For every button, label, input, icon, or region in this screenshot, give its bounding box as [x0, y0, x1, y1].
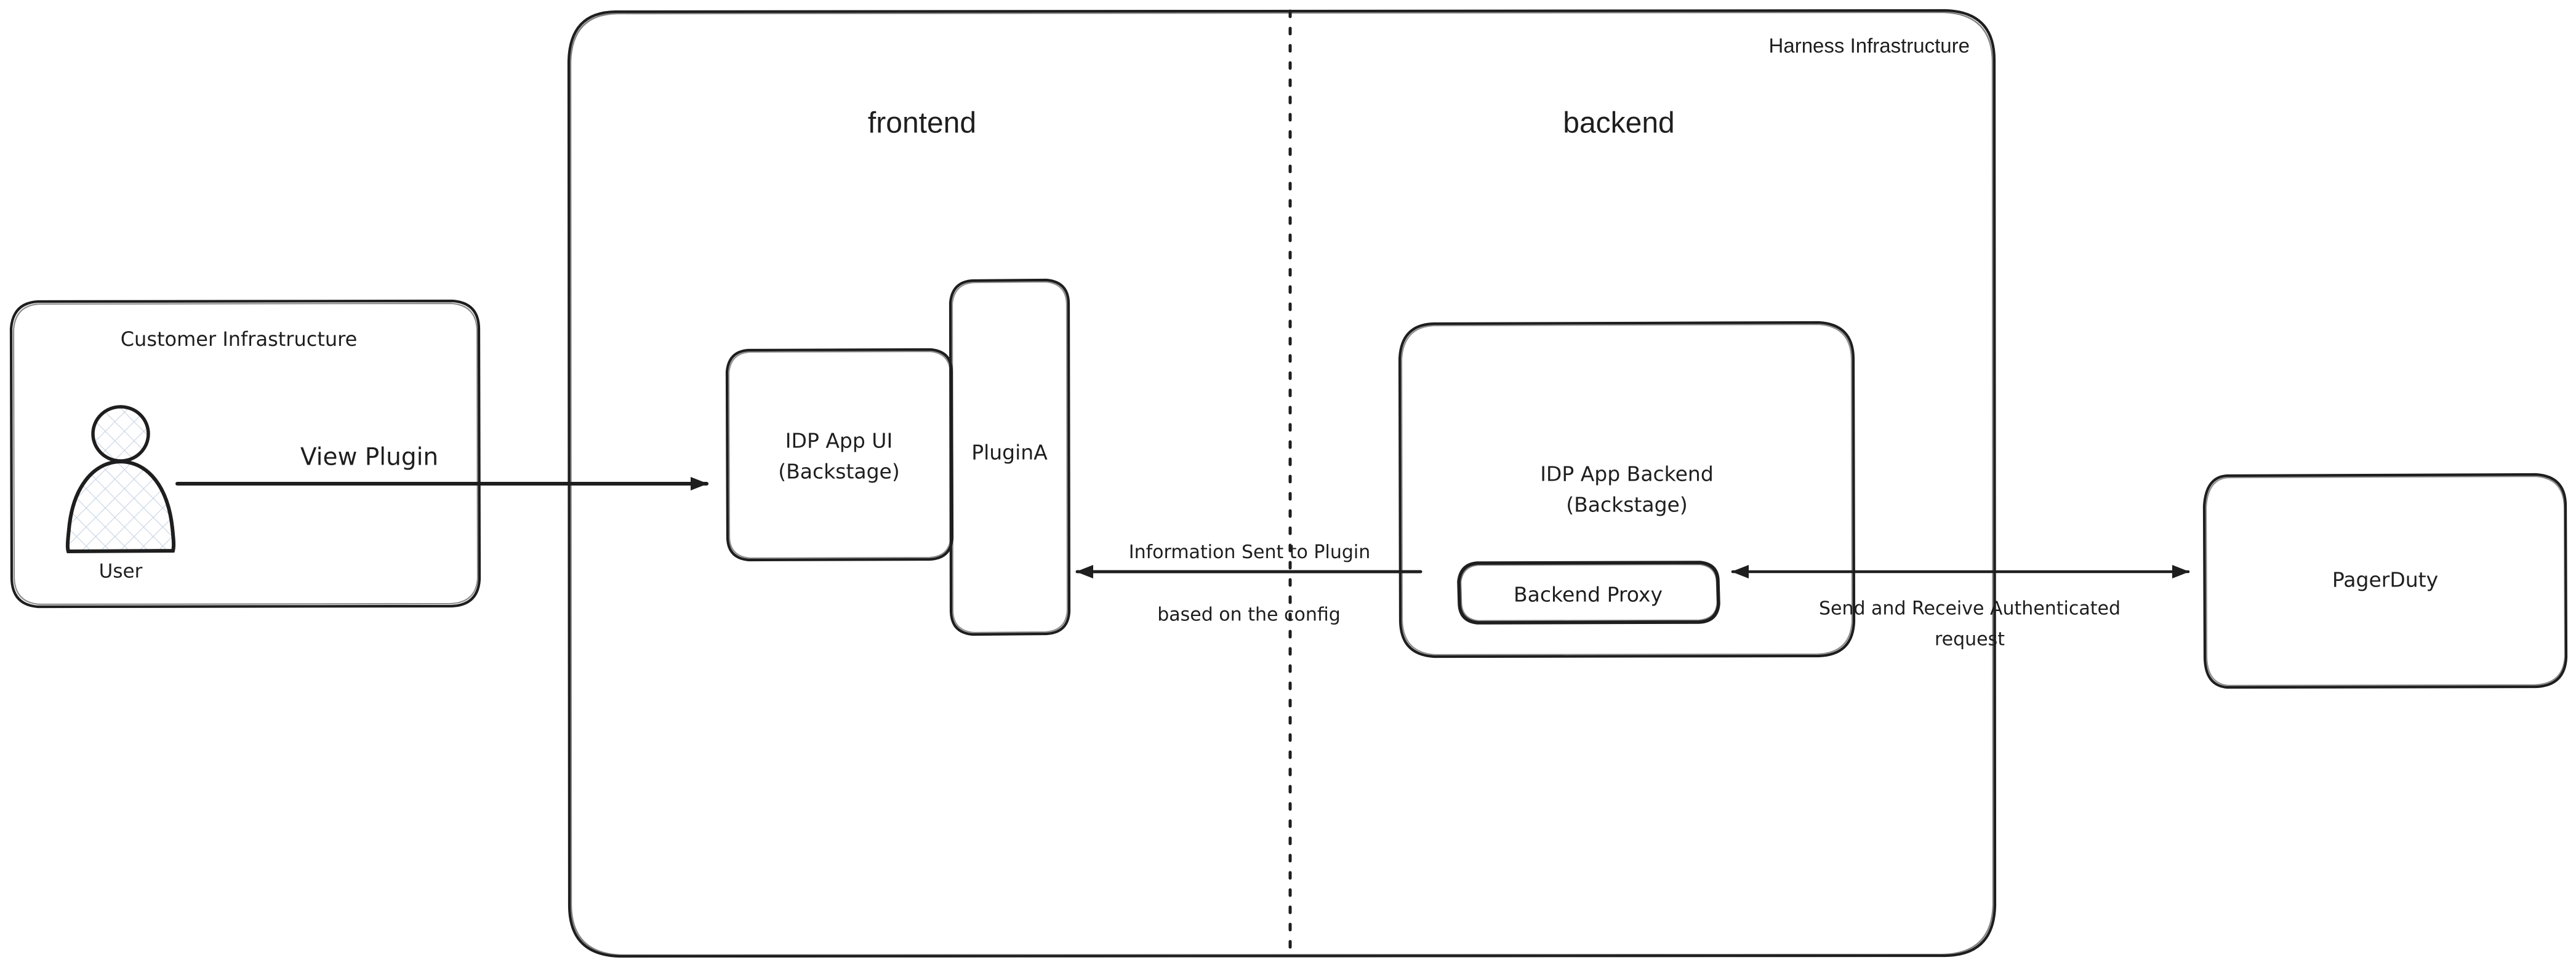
- customer-infrastructure-label: Customer Infrastructure: [121, 327, 358, 351]
- backend-proxy-label: Backend Proxy: [1514, 583, 1663, 607]
- user-actor-icon: [65, 405, 176, 554]
- plugin-a-label: PluginA: [971, 441, 1048, 465]
- harness-infrastructure-label: Harness Infrastructure: [1769, 34, 1970, 57]
- pagerduty-label: PagerDuty: [2332, 568, 2438, 592]
- pagerduty-box[interactable]: [2202, 473, 2568, 689]
- idp-app-backend-label-line1: IDP App Backend: [1540, 462, 1714, 486]
- user-label-text: User: [99, 561, 143, 583]
- idp-app-ui-box[interactable]: [725, 348, 954, 562]
- idp-app-ui-label-line2: (Backstage): [778, 460, 899, 484]
- customer-infrastructure-container: [9, 299, 481, 609]
- frontend-zone-label: frontend: [868, 107, 976, 140]
- backend-proxy-box[interactable]: [1457, 561, 1720, 625]
- view-plugin-label: View Plugin: [300, 444, 438, 471]
- backend-zone-label: backend: [1563, 107, 1674, 140]
- idp-app-backend-label-line2: (Backstage): [1566, 493, 1687, 517]
- plugin-a-box[interactable]: [949, 278, 1071, 636]
- send-receive-label-line1: Send and Receive Authenticated: [1819, 598, 2121, 620]
- harness-infrastructure-container: [567, 9, 1997, 958]
- information-sent-label-line2: based on the config: [1157, 604, 1341, 626]
- send-receive-label-line2: request: [1935, 629, 2005, 650]
- idp-app-ui-label-line1: IDP App UI: [785, 429, 893, 453]
- idp-app-backend-box[interactable]: [1398, 321, 1856, 658]
